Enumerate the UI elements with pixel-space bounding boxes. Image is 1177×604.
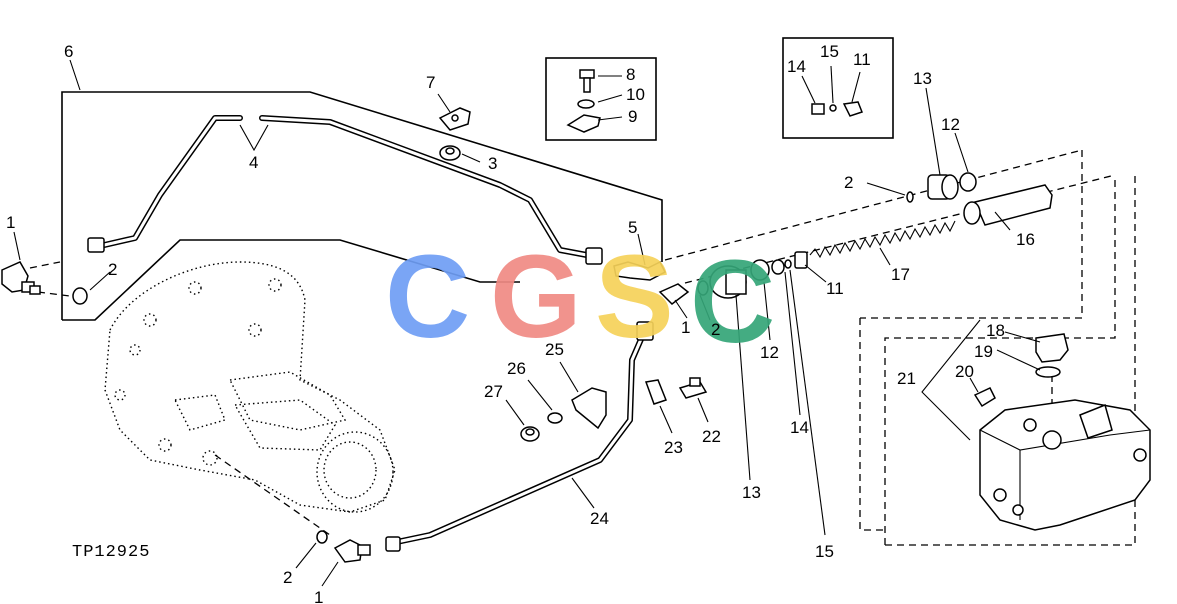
callout-26: 26 — [507, 359, 526, 378]
callout-14: 14 — [787, 57, 806, 76]
callout-1: 1 — [6, 213, 15, 232]
elbow-fitting-icon — [1, 261, 41, 295]
callout-2-upper: 2 — [844, 173, 853, 192]
figure-code: TP12925 — [72, 543, 150, 562]
callout-24: 24 — [590, 509, 609, 528]
callout-22: 22 — [702, 427, 721, 446]
callout-13-lower: 13 — [742, 483, 761, 502]
parts — [1, 69, 1151, 563]
valve-body-icon — [979, 399, 1151, 531]
watermark-letter-4: C — [690, 236, 775, 368]
callout-2: 2 — [108, 260, 117, 279]
callout-1-middle: 1 — [681, 318, 690, 337]
callout-19: 19 — [974, 342, 993, 361]
watermark-logo: C G S C — [385, 231, 775, 368]
callout-11: 11 — [853, 50, 871, 69]
callout-5: 5 — [628, 218, 637, 237]
callout-labels: 1 2 6 4 3 7 8 10 9 14 15 11 13 12 2 5 16… — [6, 42, 1035, 604]
clip-icon — [438, 107, 471, 131]
callout-6: 6 — [64, 42, 73, 61]
callout-16: 16 — [1016, 230, 1035, 249]
callout-23: 23 — [664, 438, 683, 457]
callout-15: 15 — [820, 42, 839, 61]
callout-3: 3 — [488, 154, 497, 173]
callout-1-lower: 1 — [314, 588, 323, 604]
callout-12: 12 — [941, 115, 960, 134]
callout-27: 27 — [484, 382, 503, 401]
callout-2-lower: 2 — [283, 568, 292, 587]
watermark-letter-1: C — [385, 231, 470, 363]
callout-10: 10 — [626, 85, 645, 104]
callout-25: 25 — [545, 340, 564, 359]
callout-18: 18 — [986, 321, 1005, 340]
callout-11-lower: 11 — [826, 279, 844, 298]
callout-20: 20 — [955, 362, 974, 381]
callout-2-middle: 2 — [711, 320, 720, 339]
hydraulic-lines — [97, 115, 648, 546]
callout-7: 7 — [426, 73, 435, 92]
callout-8: 8 — [626, 65, 635, 84]
callout-17: 17 — [891, 265, 910, 284]
callout-15-lower: 15 — [815, 542, 834, 561]
watermark-letter-3: S — [595, 231, 674, 363]
watermark-letter-2: G — [490, 231, 582, 363]
callout-4: 4 — [249, 153, 258, 172]
leader-lines — [13, 59, 1041, 587]
callout-9: 9 — [628, 107, 637, 126]
callout-21: 21 — [897, 369, 916, 388]
transmission-housing — [104, 261, 396, 513]
callout-13: 13 — [913, 69, 932, 88]
callout-12-lower: 12 — [760, 343, 779, 362]
callout-14-lower: 14 — [790, 418, 809, 437]
